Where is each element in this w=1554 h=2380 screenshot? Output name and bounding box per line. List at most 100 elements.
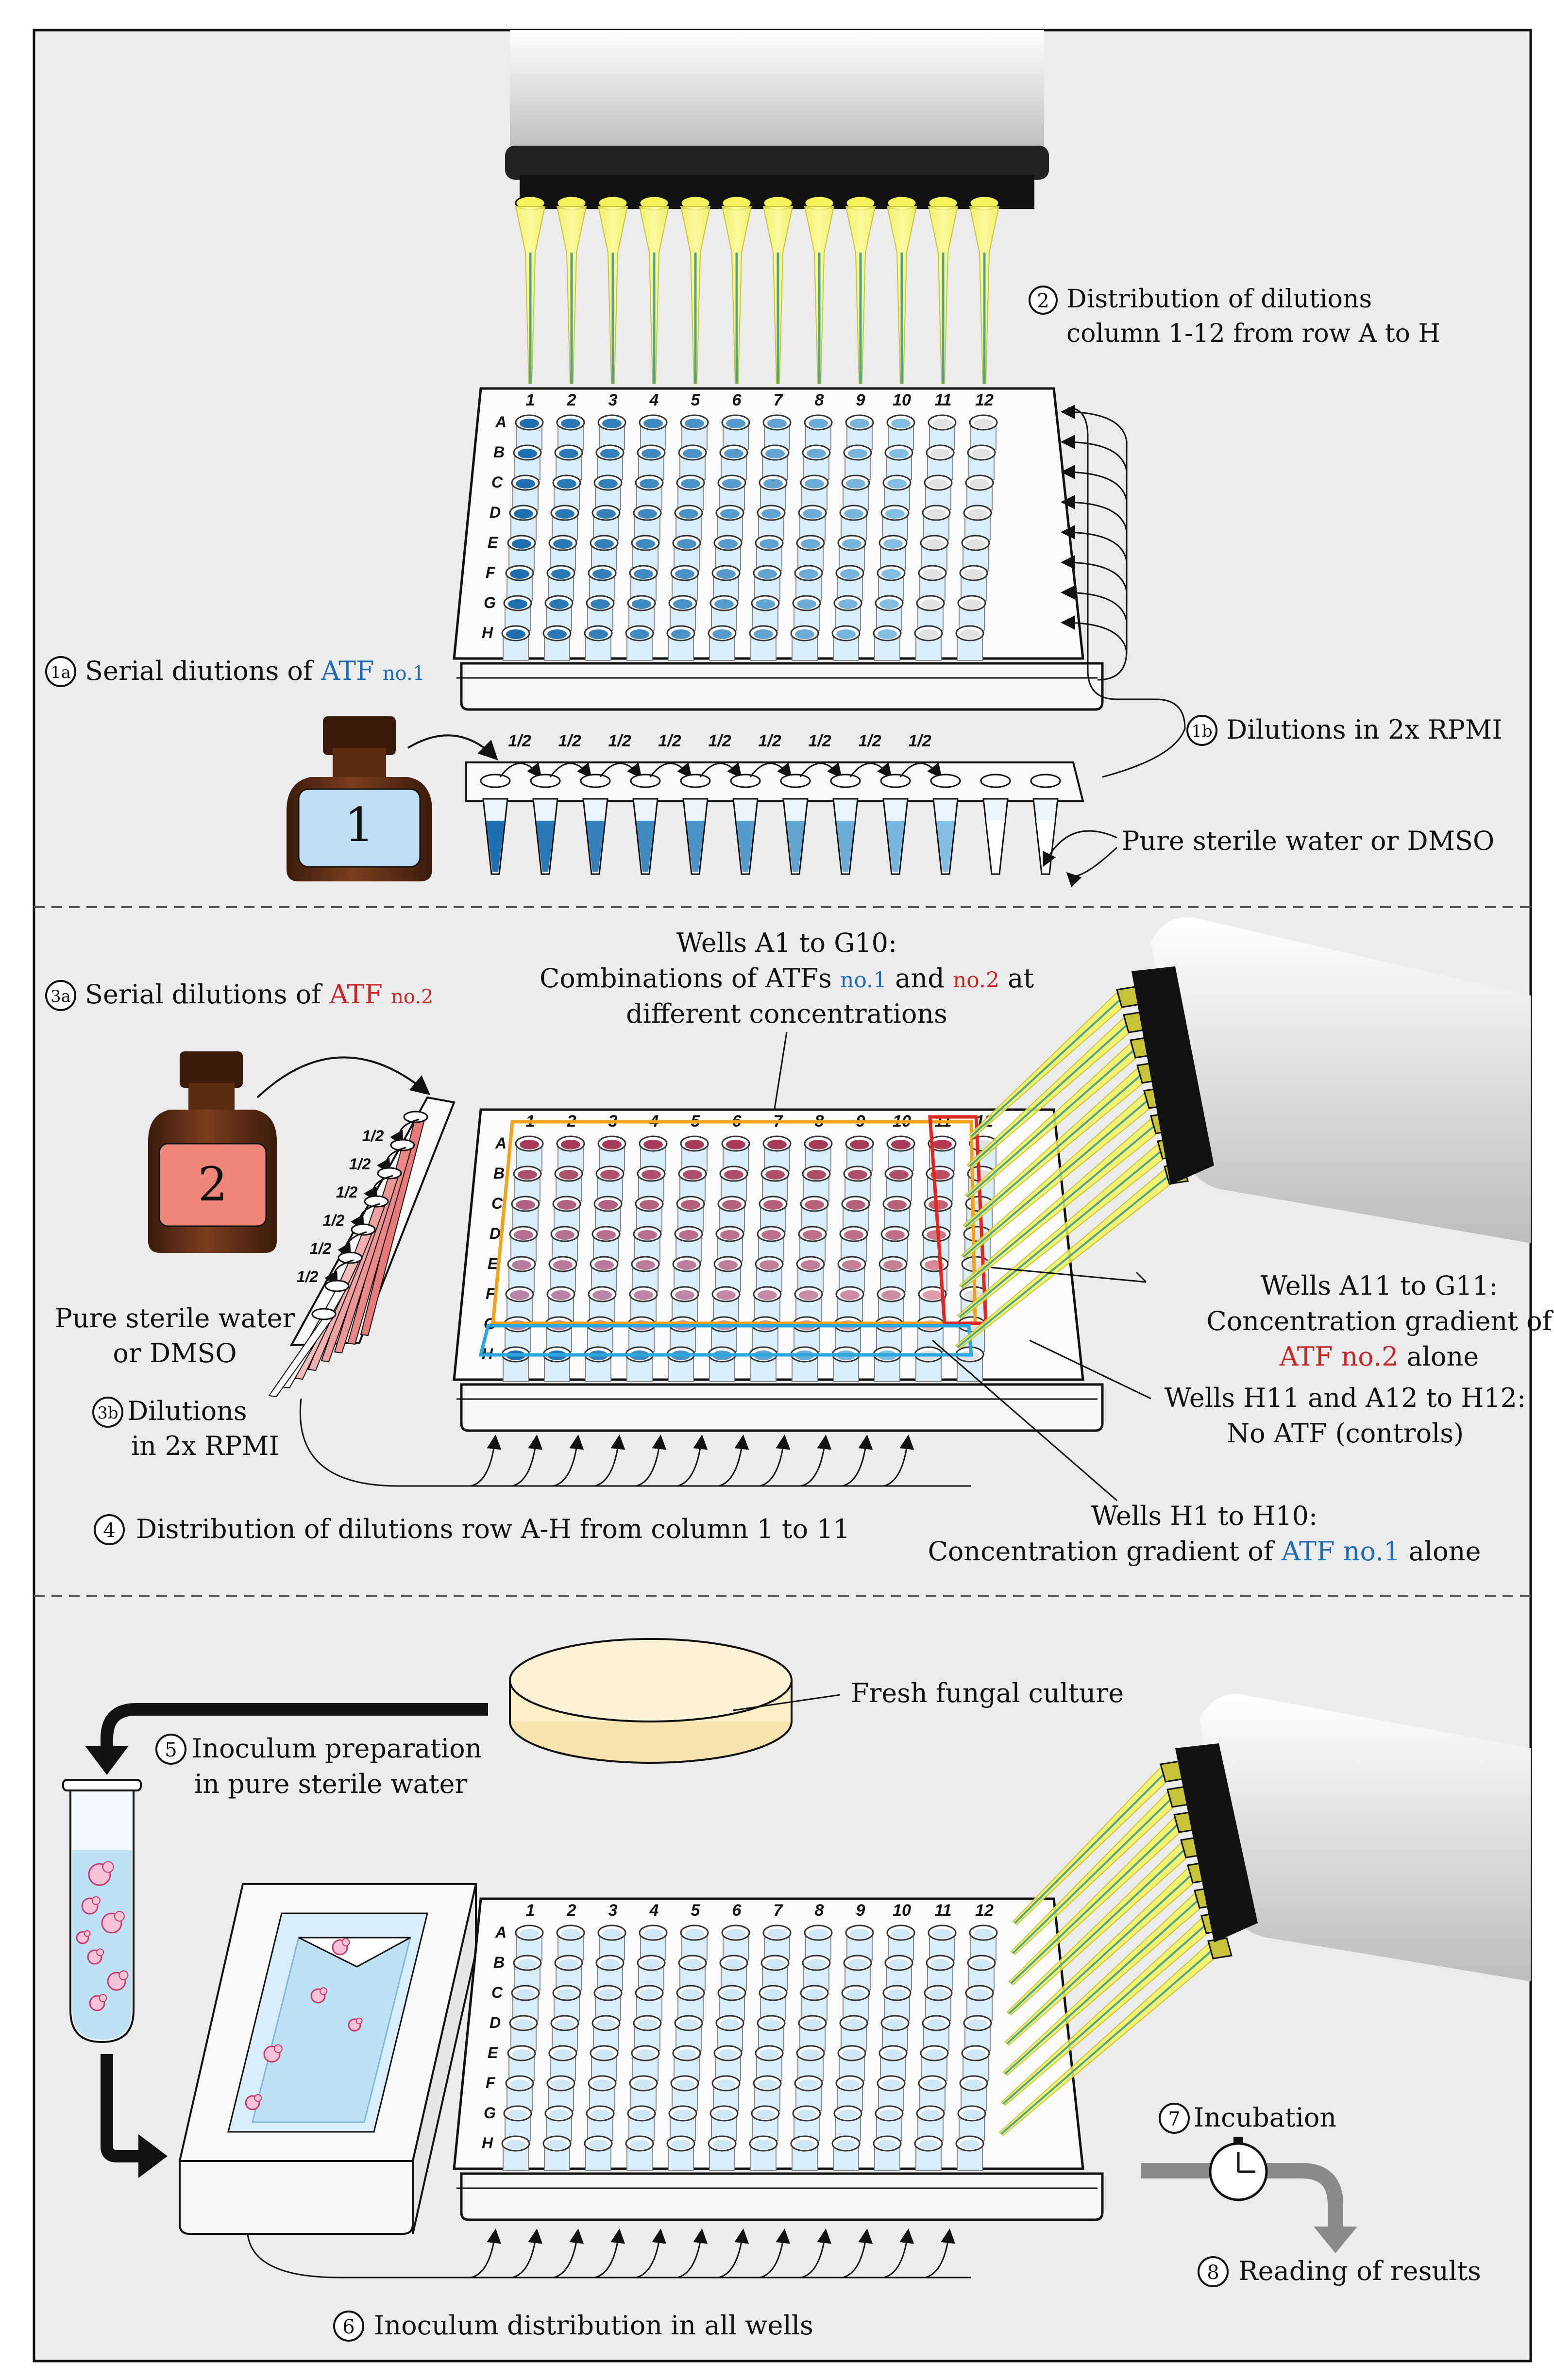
well-liquid <box>722 479 742 489</box>
well-liquid <box>795 629 814 639</box>
well-liquid <box>561 419 580 428</box>
strip1-half-label: 1/2 <box>908 732 931 750</box>
step5-label: 5 Inoculum preparation in pure sterile w… <box>155 1733 482 1799</box>
well-liquid <box>761 1230 781 1240</box>
well-liquid <box>879 599 899 609</box>
row-label: F <box>486 2074 496 2092</box>
well-liquid <box>598 479 618 489</box>
well-liquid <box>636 1260 655 1270</box>
well-liquid <box>683 449 702 458</box>
well-liquid <box>671 629 691 639</box>
well-liquid <box>767 1929 787 1939</box>
col-label: 11 <box>934 391 951 409</box>
pipette-tips-top <box>515 195 1000 384</box>
strip1-transfer-arrow <box>899 762 942 778</box>
wells-h11-label: Wells H11 and A12 to H12: No ATF (contro… <box>1165 1383 1526 1449</box>
well-liquid <box>671 2140 691 2149</box>
fresh-culture-text: Fresh fungal culture <box>851 1678 1124 1708</box>
well-liquid <box>848 1959 867 1969</box>
well-liquid <box>632 2110 651 2119</box>
well-liquid <box>594 539 614 549</box>
well-liquid <box>547 629 567 639</box>
strip1-transfer-arrow <box>549 762 592 778</box>
well-liquid <box>765 1959 785 1969</box>
row-arrow <box>1061 495 1128 532</box>
well-liquid <box>720 2019 740 2029</box>
inoculum-arrow <box>842 2228 873 2279</box>
well-liquid <box>760 539 779 549</box>
well-liquid <box>970 479 989 489</box>
well-liquid <box>932 1140 952 1149</box>
strip1-half-label: 1/2 <box>858 732 881 750</box>
wells-a11-line2: Concentration gradient of <box>1206 1306 1554 1336</box>
well-liquid <box>642 449 661 458</box>
strip1-well <box>630 774 661 788</box>
well-liquid <box>726 419 745 428</box>
well-liquid <box>551 569 571 579</box>
row-arrow <box>1061 405 1128 441</box>
well-liquid <box>726 1929 745 1939</box>
well-liquid <box>930 449 950 458</box>
col-arrow <box>718 1435 749 1487</box>
well-liquid <box>598 1200 618 1210</box>
inoculum-tube <box>62 1779 142 2043</box>
well-liquid <box>885 509 905 519</box>
inoculum-arrow <box>925 2228 956 2279</box>
well-liquid <box>712 629 732 639</box>
step3b-line1: Dilutions <box>127 1396 247 1426</box>
water-arrow-1 <box>1043 830 1117 867</box>
well-liquid <box>758 2079 777 2089</box>
strip1-liquid <box>936 821 955 872</box>
row-label: E <box>488 2044 499 2061</box>
step8-label: 8 Reading of results <box>1198 2256 1481 2287</box>
col-arrow <box>842 1435 873 1487</box>
side-tip-liquid <box>1000 1951 1212 2135</box>
side-tip-liquid <box>1008 1850 1184 2014</box>
row-label: D <box>490 1225 501 1242</box>
well-liquid <box>964 569 983 579</box>
col-arrow <box>677 1435 708 1487</box>
well-liquid <box>683 1170 702 1180</box>
well-liquid <box>763 479 783 489</box>
well-liquid <box>923 1290 942 1300</box>
side-tip-liquid <box>966 1050 1134 1198</box>
strip1-transfer-arrow <box>499 762 542 778</box>
well-liquid <box>885 1230 905 1240</box>
well-liquid <box>879 2110 899 2119</box>
well-liquid <box>643 1140 663 1149</box>
incubation-arrow <box>1141 2137 1357 2253</box>
reagent-reservoir <box>178 1883 477 2235</box>
well-liquid <box>514 1230 533 1240</box>
side-tip-liquid <box>1010 1824 1178 1984</box>
step1a-label: 1a Serial diutions of ATF no.1 <box>45 656 425 687</box>
well-liquid <box>594 2049 614 2059</box>
inoculum-arrow <box>677 2228 708 2279</box>
well-liquid <box>640 1989 659 1999</box>
strip1-liquid <box>736 821 755 872</box>
row-label: F <box>486 564 496 581</box>
petri-dish <box>509 1638 793 1764</box>
col-label: 7 <box>774 1901 784 1920</box>
well-liquid <box>919 629 938 639</box>
reservoir-curve <box>247 2233 971 2279</box>
well-liquid <box>842 1260 861 1270</box>
well-liquid <box>681 479 700 489</box>
col-arrow <box>594 1435 625 1487</box>
well-liquid <box>844 1230 863 1240</box>
well-liquid <box>809 1929 828 1939</box>
bottle1-arrow <box>407 734 498 760</box>
multichannel-pipette-side-3 <box>998 1694 1531 2136</box>
well-liquid <box>972 1959 991 1969</box>
inoculum-arrow <box>760 2228 791 2279</box>
well-liquid <box>685 419 704 428</box>
arrow-to-reservoir-head <box>138 2134 168 2178</box>
col-label: 2 <box>567 1901 576 1920</box>
strip1-half-label: 1/2 <box>508 732 531 750</box>
row-arrow-spine <box>1097 441 1128 681</box>
well-liquid <box>966 539 985 549</box>
well-liquid <box>883 539 903 549</box>
well-liquid <box>844 2019 863 2029</box>
row-label: G <box>484 594 496 611</box>
step3a-number: 3a <box>51 987 71 1006</box>
well-liquid <box>592 569 612 579</box>
